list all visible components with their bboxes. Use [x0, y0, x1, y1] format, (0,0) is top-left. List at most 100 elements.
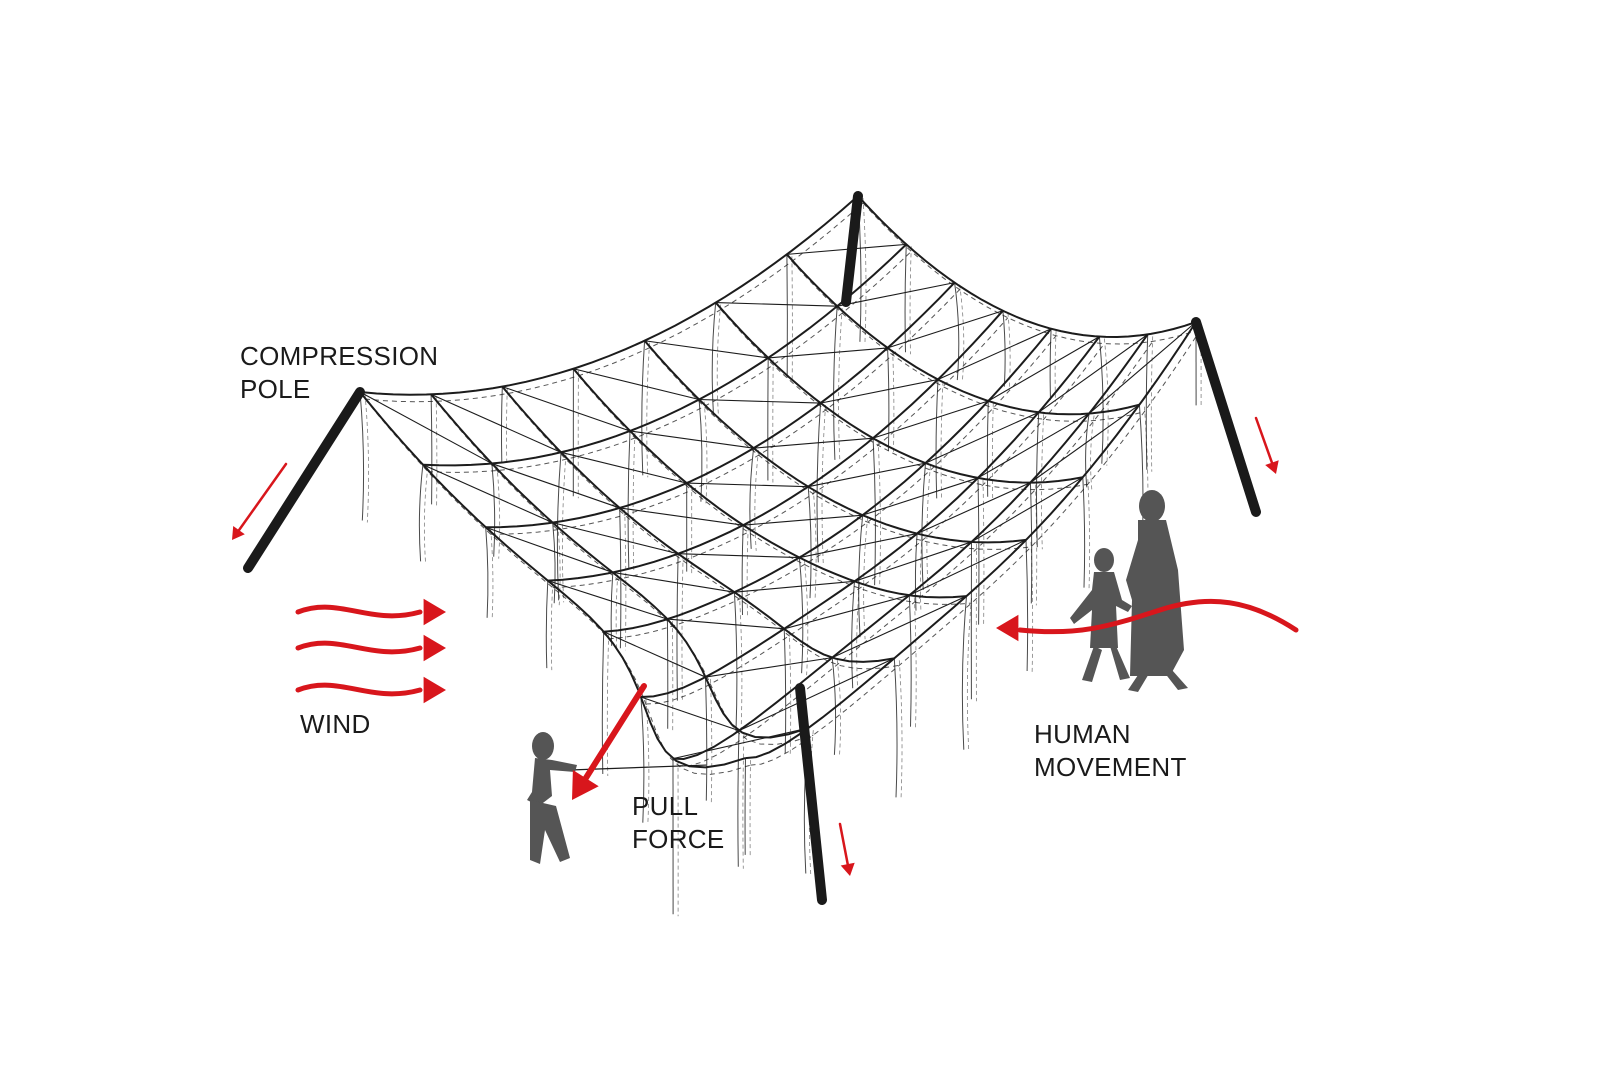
human-figures — [527, 490, 1188, 864]
pull-force-label: PULL FORCE — [632, 790, 725, 856]
net-tie-6-4 — [988, 336, 1100, 402]
net-cable-a-dash-2 — [506, 393, 900, 670]
net-tie-6-5 — [1038, 333, 1149, 413]
net-cable-a-dash-5 — [720, 309, 1088, 491]
hanging-cord-dash-2-3 — [681, 555, 684, 703]
hanging-cord-dash-0-3 — [550, 582, 554, 671]
hanging-cord-dash-5-0 — [716, 304, 722, 418]
compression-arrow-right-shaft — [1254, 416, 1274, 467]
hanging-cord-5-0 — [711, 302, 717, 416]
hanging-cord-dash-2-6 — [836, 659, 841, 757]
net-tie-1-4 — [667, 618, 785, 630]
hanging-cord-4-7 — [1025, 539, 1029, 672]
net-cable-b-6 — [672, 333, 1149, 761]
compression-pole-left — [243, 387, 365, 573]
net-cable-b-2 — [485, 281, 956, 529]
hanging-cord-dash-0-2 — [490, 529, 494, 620]
compression-pole-right — [1191, 317, 1261, 517]
net-tie-2-5 — [784, 594, 910, 630]
hanging-cord-dash-7-4 — [1054, 330, 1057, 402]
hanging-cord-dash-1-6 — [742, 732, 745, 869]
hanging-cord-dash-3-4 — [804, 559, 809, 676]
hanging-cord-0-3 — [545, 580, 549, 669]
net-tie-2-2 — [619, 507, 744, 526]
hanging-cord-4-4 — [858, 515, 864, 638]
net-cable-a-6 — [786, 253, 1140, 416]
hanging-cord-5-2 — [816, 403, 822, 563]
hanging-cord-0-4 — [601, 631, 605, 775]
net-cable-a-3 — [572, 368, 967, 599]
net-tie-1-0 — [430, 393, 562, 453]
hanging-cord-2-4 — [733, 592, 738, 732]
hanging-cord-5-6 — [1029, 482, 1033, 604]
net-tie-1-6 — [738, 657, 895, 732]
wind-arrow-3-head — [423, 676, 446, 704]
hanging-cord-dash-1-0 — [435, 396, 438, 507]
hanging-cord-dash-6-3 — [940, 381, 944, 501]
hanging-cord-6-4 — [986, 400, 989, 497]
hanging-cord-dash-7-3 — [1007, 312, 1011, 389]
wind-label: WIND — [300, 708, 371, 741]
compression-arrow-front-shaft — [838, 822, 850, 868]
compression-pole-label-line-2: POLE — [240, 374, 311, 404]
woman-head — [1139, 490, 1165, 522]
compression-arrow-front-head — [840, 862, 855, 876]
hanging-cord-dash-2-0 — [506, 388, 508, 465]
net-tie-5-5 — [977, 413, 1090, 479]
hanging-cord-2-7 — [893, 658, 898, 798]
hanging-cord-dash-2-1 — [561, 454, 567, 603]
net-tie-4-2 — [753, 437, 874, 449]
hanging-cord-dash-5-4 — [926, 465, 931, 593]
hanging-cord-2-0 — [501, 386, 503, 463]
net-cable-b-0 — [359, 195, 859, 396]
hanging-cord-dash-1-1 — [496, 465, 501, 559]
net-tie-4-1 — [699, 398, 821, 404]
hanging-cord-0-5 — [640, 696, 645, 823]
hanging-cord-dash-5-2 — [821, 405, 826, 565]
human-movement-label-line-1: HUMAN — [1034, 719, 1131, 749]
hanging-cord-dash-4-0 — [646, 342, 650, 478]
pull-force-label-line-1: PULL — [632, 791, 699, 821]
hanging-cord-1-6 — [737, 730, 740, 867]
hanging-cord-dash-3-6 — [913, 597, 917, 729]
net-tie-5-0 — [715, 302, 838, 307]
girl-pulling-silhouette — [527, 732, 577, 864]
hanging-cord-dash-2-7 — [898, 660, 903, 800]
hanging-cord-dash-6-6 — [1090, 415, 1095, 490]
net-structure — [359, 195, 1202, 917]
net-tie-5-2 — [820, 378, 939, 404]
net-cable-b-dash-5 — [645, 343, 1105, 705]
woman-and-child-silhouette — [1070, 490, 1188, 692]
hanging-cord-1-1 — [491, 463, 496, 557]
hanging-cord-0-1 — [418, 464, 424, 562]
hanging-cord-dash-4-3 — [812, 488, 817, 601]
hanging-cord-5-5 — [977, 477, 980, 625]
net-cable-a-7 — [857, 195, 1197, 339]
hanging-cord-dash-0-4 — [606, 633, 610, 777]
net-tie-3-6 — [909, 539, 1027, 596]
net-cable-b-7 — [745, 321, 1197, 760]
net-cable-b-dash-1 — [427, 251, 912, 473]
wind-label-line-1: WIND — [300, 709, 371, 739]
hanging-cord-5-7 — [1082, 477, 1086, 588]
net-tie-4-5 — [916, 482, 1031, 535]
hanging-cord-dash-4-4 — [863, 517, 869, 640]
net-tie-3-4 — [799, 533, 918, 559]
child-head — [1094, 548, 1114, 572]
hanging-cord-dash-7-0 — [862, 197, 867, 344]
hanging-cord-2-2 — [619, 507, 622, 649]
hanging-cord-6-1 — [833, 306, 838, 460]
hanging-cord-1-3 — [610, 572, 614, 646]
hanging-cord-4-0 — [641, 340, 646, 476]
hanging-cord-3-5 — [851, 581, 855, 689]
net-tie-0-2 — [485, 526, 613, 573]
hanging-cord-4-1 — [698, 399, 703, 502]
pull-force-arrow-head — [572, 770, 599, 800]
net-tie-5-4 — [925, 411, 1039, 464]
hanging-cord-dash-7-2 — [959, 284, 965, 383]
human-movement-arrow-shaft — [1017, 598, 1299, 635]
hanging-cord-dash-6-1 — [838, 308, 843, 462]
net-tie-5-6 — [1030, 404, 1140, 484]
hanging-cord-6-5 — [1036, 412, 1040, 548]
